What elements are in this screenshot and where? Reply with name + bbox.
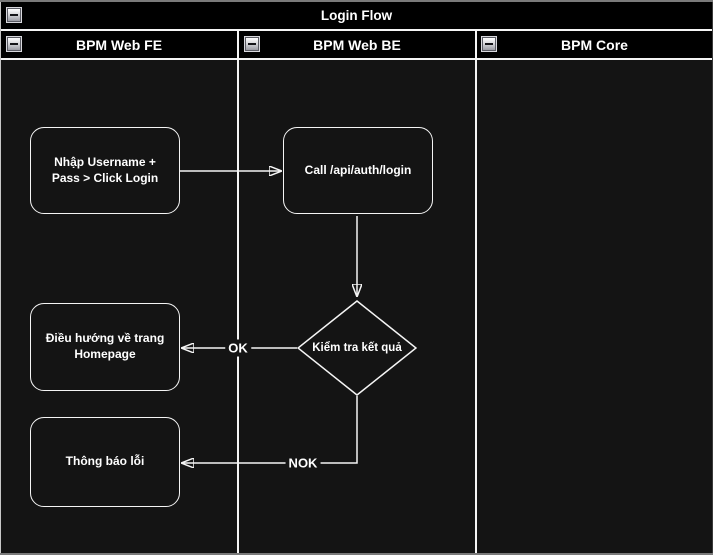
node-label: Kiểm tra kết quả bbox=[312, 342, 402, 354]
node-enter-credentials[interactable]: Nhập Username + Pass > Click Login bbox=[30, 127, 180, 214]
node-label: Thông báo lỗi bbox=[65, 454, 145, 469]
title-separator-line bbox=[1, 29, 712, 31]
node-redirect-homepage[interactable]: Điều hướng về trang Homepage bbox=[30, 303, 180, 391]
lane-header-bpm-core[interactable]: BPM Core bbox=[477, 31, 712, 58]
pool-collapse-minus-icon[interactable] bbox=[7, 8, 21, 22]
pool-title-label: Login Flow bbox=[320, 8, 393, 23]
node-label: Nhập Username + Pass > Click Login bbox=[51, 154, 159, 185]
pool-title-bar[interactable]: Login Flow bbox=[1, 2, 712, 29]
node-label: Call /api/auth/login bbox=[304, 162, 412, 177]
decision-diamond-shape bbox=[297, 300, 417, 396]
pool-border-bottom bbox=[0, 553, 713, 555]
node-error-message[interactable]: Thông báo lỗi bbox=[30, 417, 180, 507]
node-label: Điều hướng về trang Homepage bbox=[45, 331, 165, 361]
lane-fe-collapse-minus-icon[interactable] bbox=[7, 37, 21, 51]
lane-label: BPM Core bbox=[561, 36, 628, 53]
lane-header-bpm-web-fe[interactable]: BPM Web FE bbox=[1, 31, 237, 58]
lane-label: BPM Web BE bbox=[313, 36, 401, 53]
lane-divider-2 bbox=[475, 31, 477, 553]
pool-border-left bbox=[0, 2, 1, 553]
lane-header-bpm-web-be[interactable]: BPM Web BE bbox=[239, 31, 475, 58]
header-separator-line bbox=[1, 58, 712, 60]
lane-core-collapse-minus-icon[interactable] bbox=[482, 37, 496, 51]
lane-label: BPM Web FE bbox=[75, 36, 163, 53]
edge-decision-nok[interactable] bbox=[182, 396, 358, 463]
edge-label-ok[interactable]: OK bbox=[225, 339, 251, 357]
node-call-login-api[interactable]: Call /api/auth/login bbox=[283, 127, 433, 214]
lane-be-collapse-minus-icon[interactable] bbox=[245, 37, 259, 51]
lane-divider-1 bbox=[237, 31, 239, 553]
pool-border-top bbox=[0, 0, 713, 2]
edge-label-nok[interactable]: NOK bbox=[285, 454, 321, 472]
node-check-result-decision[interactable]: Kiểm tra kết quả bbox=[297, 300, 417, 396]
